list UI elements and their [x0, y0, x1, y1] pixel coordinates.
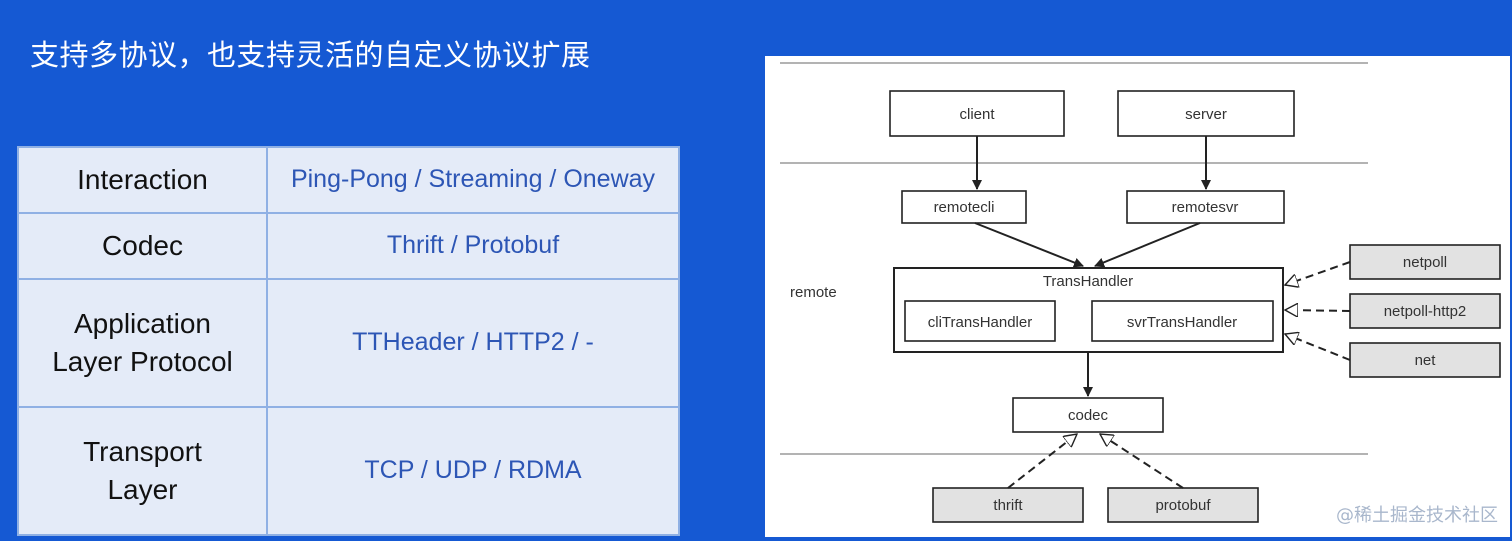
codec-label: codec — [1068, 407, 1109, 424]
netpoll-http2-label: netpoll-http2 — [1384, 303, 1467, 320]
clitranshandler-node — [904, 300, 1056, 342]
svrtranshandler-label: svrTransHandler — [1127, 314, 1237, 331]
arrow-netpoll-http2-transhandler — [1285, 310, 1351, 311]
arrow-remotesvr-transhandler — [1094, 222, 1201, 268]
table-cell-layer: Interaction — [17, 146, 268, 214]
diagram-canvas: client server remotecli remotesvr remote… — [780, 62, 1501, 523]
client-label: client — [959, 106, 995, 123]
table-row: Codec Thrift / Protobuf — [17, 211, 680, 280]
table-cell-options: TTHeader / HTTP2 / - — [266, 277, 680, 408]
protocol-table: Interaction Ping-Pong / Streaming / Onew… — [17, 146, 680, 537]
table-row: Interaction Ping-Pong / Streaming / Onew… — [17, 146, 680, 214]
architecture-diagram: client server remotecli remotesvr remote… — [765, 56, 1510, 537]
thrift-node — [932, 487, 1084, 523]
net-label: net — [1415, 352, 1437, 369]
remotesvr-label: remotesvr — [1172, 199, 1239, 216]
table-cell-layer: Codec — [17, 211, 268, 280]
arrow-net-transhandler — [1285, 334, 1351, 361]
arrow-protobuf-codec — [1100, 433, 1184, 489]
table-cell-options: Thrift / Protobuf — [266, 211, 680, 280]
options-application: TTHeader / HTTP2 / - — [352, 328, 594, 357]
protobuf-label: protobuf — [1155, 497, 1211, 514]
netpoll-http2-node — [1349, 293, 1501, 329]
arrow-netpoll-transhandler — [1285, 261, 1351, 285]
remotecli-node — [901, 190, 1027, 224]
server-label: server — [1185, 106, 1227, 123]
remote-layer-label: remote — [790, 284, 837, 301]
clitranshandler-label: cliTransHandler — [928, 314, 1032, 331]
arrow-remotecli-transhandler — [974, 222, 1084, 268]
table-cell-options: Ping-Pong / Streaming / Oneway — [266, 146, 680, 214]
codec-node — [1012, 397, 1164, 433]
options-interaction: Ping-Pong / Streaming / Oneway — [290, 165, 656, 194]
remotesvr-node — [1126, 190, 1285, 224]
svrtranshandler-node — [1091, 300, 1274, 342]
server-node — [1117, 90, 1295, 137]
client-node — [889, 90, 1065, 137]
table-cell-options: TCP / UDP / RDMA — [266, 405, 680, 537]
layer-name-interaction: Interaction — [77, 163, 208, 195]
options-codec: Thrift / Protobuf — [386, 231, 560, 260]
netpoll-label: netpoll — [1403, 254, 1447, 271]
transhandler-label: TransHandler — [1043, 273, 1133, 290]
options-transport: TCP / UDP / RDMA — [364, 456, 582, 485]
page-title: 支持多协议，也支持灵活的自定义协议扩展 — [30, 38, 591, 72]
watermark: @稀土掘金技术社区 — [1336, 505, 1498, 526]
remotecli-label: remotecli — [934, 199, 995, 216]
arrow-thrift-codec — [1007, 434, 1077, 489]
thrift-label: thrift — [993, 497, 1023, 514]
layer-name-codec: Codec — [102, 229, 183, 261]
